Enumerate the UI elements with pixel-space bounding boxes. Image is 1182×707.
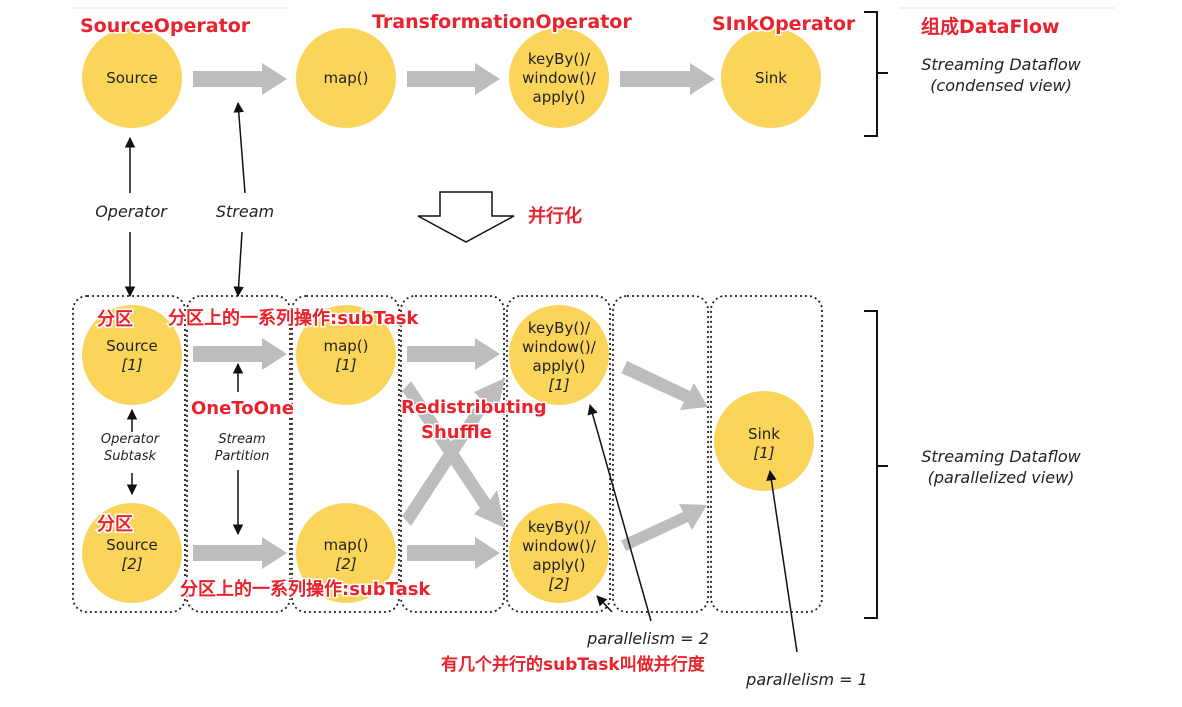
- annotation-dataflow: 组成DataFlow: [921, 15, 1060, 38]
- stream-label: Stream: [216, 202, 274, 221]
- stream-partition-line1: Stream: [218, 432, 265, 447]
- condensed-map-label: map(): [323, 69, 368, 87]
- sink1-node: Sink [1]: [714, 391, 814, 491]
- annotation-subtask-top: 分区上的一系列操作:subTask: [168, 307, 419, 329]
- parallelism2-arrow-long: [587, 403, 652, 622]
- condensed-view-title: Streaming Dataflow: [921, 55, 1081, 74]
- annotation-parallelize: 并行化: [528, 205, 582, 227]
- keyby1-line1: keyBy()/: [528, 319, 591, 337]
- annotations: SourceOperator TransformationOperator SI…: [79, 10, 1062, 677]
- keyby1-line2: window()/: [522, 338, 597, 356]
- condensed-keyby-line3: apply(): [533, 88, 586, 106]
- keyby2-node: keyBy()/ window()/ apply() [2]: [509, 503, 609, 603]
- map1-index: [1]: [335, 356, 356, 374]
- map1-node: map() [1]: [296, 305, 396, 405]
- annotation-onetoone: OneToOne: [191, 398, 294, 419]
- keyby1-index: [1]: [548, 376, 569, 394]
- stream-partition-line2: Partition: [215, 449, 270, 464]
- stream-arrow-down: [233, 231, 244, 298]
- keyby2-index: [2]: [548, 575, 569, 593]
- condensed-map-node: map(): [296, 28, 396, 128]
- parallel-arrows: [193, 338, 708, 569]
- annotation-partition-bottom: 分区: [97, 514, 133, 535]
- operator-subtask-line1: Operator: [101, 432, 161, 447]
- parallel-view-title: Streaming Dataflow: [921, 447, 1081, 466]
- parallelism2-arrow-short: [596, 595, 613, 613]
- annotation-shuffle: Shuffle: [421, 422, 492, 443]
- sink1-label: Sink: [748, 425, 780, 443]
- operator-label: Operator: [95, 202, 168, 221]
- annotation-redistributing: Redistributing: [401, 397, 547, 418]
- condensed-bracket: [864, 11, 888, 137]
- annotation-transformation-operator: TransformationOperator: [372, 11, 632, 33]
- annotation-source-operator: SourceOperator: [80, 15, 251, 37]
- source2-index: [2]: [121, 555, 142, 573]
- condensed-sink-node: Sink: [721, 28, 821, 128]
- condensed-arrows: [193, 63, 715, 95]
- condensed-source-node: Source: [82, 28, 182, 128]
- condensed-keyby-node: keyBy()/ window()/ apply(): [509, 28, 609, 128]
- operator-subtask-line2: Subtask: [104, 449, 157, 464]
- keyby1-node: keyBy()/ window()/ apply() [1]: [509, 305, 609, 405]
- parallel-bracket: [864, 310, 888, 619]
- keyby2-line2: window()/: [522, 537, 597, 555]
- annotation-sink-operator: SInkOperator: [712, 13, 856, 35]
- map2-label: map(): [323, 536, 368, 554]
- condensed-keyby-line1: keyBy()/: [528, 50, 591, 68]
- parallelism1-arrow: [766, 469, 798, 653]
- parallelism2-label: parallelism = 2: [586, 629, 709, 648]
- stream-arrow-up: [233, 101, 246, 194]
- source2-node: Source [2]: [82, 503, 182, 603]
- source1-node: Source [1]: [82, 305, 182, 405]
- map2-node: map() [2]: [296, 503, 396, 603]
- condensed-view-subtitle: (condensed view): [930, 76, 1072, 95]
- annotation-subtask-bottom: 分区上的一系列操作:subTask: [180, 578, 431, 600]
- condensed-source-label: Source: [106, 69, 158, 87]
- parallel-view-subtitle: (parallelized view): [928, 468, 1075, 487]
- source1-index: [1]: [121, 356, 142, 374]
- partition-boxes: [72, 295, 823, 613]
- annotation-partition-top: 分区: [97, 309, 133, 330]
- sink1-index: [1]: [753, 444, 774, 462]
- map2-index: [2]: [335, 555, 356, 573]
- keyby2-line3: apply(): [533, 556, 586, 574]
- keyby2-line1: keyBy()/: [528, 518, 591, 536]
- condensed-sink-label: Sink: [755, 69, 787, 87]
- source1-label: Source: [106, 337, 158, 355]
- source2-label: Source: [106, 536, 158, 554]
- parallelize-arrow: [417, 191, 515, 243]
- annotation-parallelism-note: 有几个并行的subTask叫做并行度: [441, 654, 706, 675]
- parallelism1-label: parallelism = 1: [745, 670, 868, 689]
- keyby1-line3: apply(): [533, 357, 586, 375]
- map1-label: map(): [323, 337, 368, 355]
- condensed-keyby-line2: window()/: [522, 69, 597, 87]
